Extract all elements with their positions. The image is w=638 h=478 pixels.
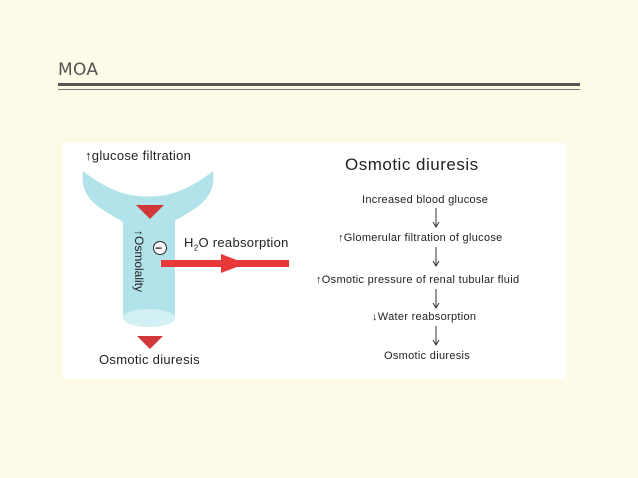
flow-step-3: ↑Osmotic pressure of renal tubular fluid (316, 274, 520, 286)
flow-step-1: Increased blood glucose (362, 194, 489, 206)
flow-step-2: ↑Glomerular filtration of glucose (338, 232, 503, 244)
h2o-suffix: O reabsorption (198, 235, 289, 250)
down-arrow-3 (432, 289, 440, 309)
title-rule-thin (58, 89, 580, 90)
down-arrow-4 (432, 326, 440, 346)
osmotic-diuresis-left-label: Osmotic diuresis (99, 352, 200, 367)
figure-panel: ↑glucose filtration ↑Osmolality − H2O re… (63, 143, 566, 379)
flow-step-5: Osmotic diuresis (384, 350, 471, 362)
h2o-reabsorption-label: H2O reabsorption (184, 235, 289, 253)
osmolality-label: ↑Osmolality (132, 230, 146, 293)
tube-diagram (82, 171, 289, 349)
bottom-triangle (137, 336, 163, 349)
h2o-arrow-head (221, 254, 246, 273)
title-rule-thick (58, 83, 580, 86)
inhibit-symbol: − (155, 241, 163, 255)
tube-bottom (123, 309, 175, 327)
down-arrow-1 (432, 208, 440, 228)
down-arrow-2 (432, 247, 440, 267)
flow-title: Osmotic diuresis (345, 155, 479, 174)
h2o-prefix: H (184, 235, 194, 250)
h2o-subscript: 2 (193, 243, 199, 253)
funnel-cup (83, 171, 213, 225)
flow-step-4: ↓Water reabsorption (372, 311, 477, 323)
slide-title: MOA (58, 60, 99, 80)
glucose-filtration-label: ↑glucose filtration (85, 148, 192, 163)
top-triangle (136, 205, 164, 219)
inhibit-circle (153, 241, 167, 255)
